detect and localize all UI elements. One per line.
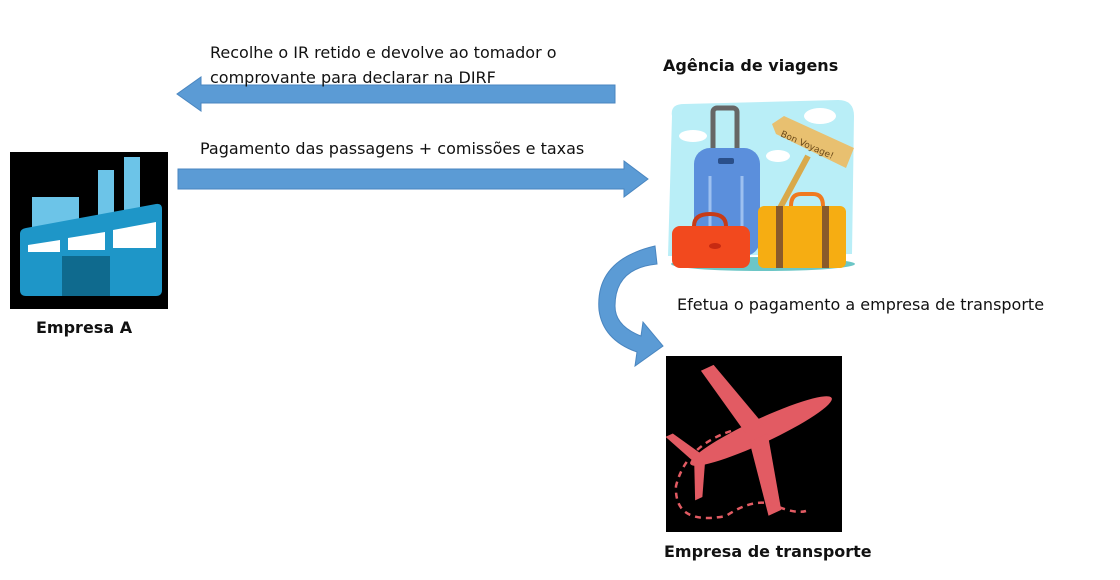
company-a-label: Empresa A [36,318,133,337]
factory-icon [10,152,168,309]
luggage-icon: Bon Voyage! [668,100,855,271]
travel-agency-label: Agência de viagens [663,56,839,75]
arrow-left-return [176,76,616,112]
transport-company-label: Empresa de transporte [664,542,872,561]
payment-flow-text: Pagamento das passagens + comissões e ta… [200,139,585,158]
transport-payment-flow-text: Efetua o pagamento a empresa de transpor… [677,295,1045,314]
return-flow-text-line1: Recolhe o IR retido e devolve ao tomador… [210,43,557,62]
airplane-icon [666,356,842,532]
curved-arrow-down [598,245,664,368]
return-flow-text-line2: comprovante para declarar na DIRF [210,68,496,87]
arrow-right-payment [177,160,649,198]
